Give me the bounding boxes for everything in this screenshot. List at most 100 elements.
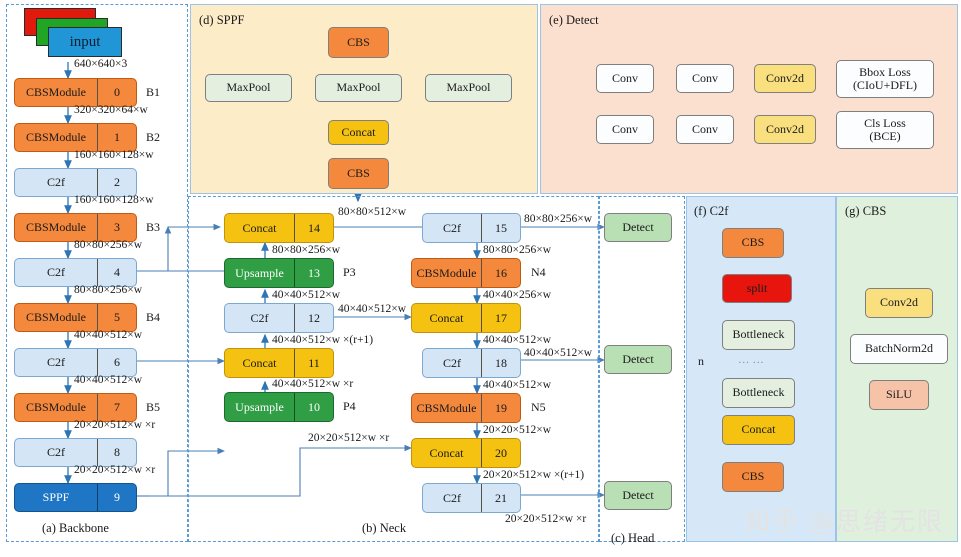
- cbs-conv2d[interactable]: Conv2d: [865, 288, 933, 318]
- node-label: Upsample: [235, 399, 284, 414]
- sppf-maxpool-3[interactable]: MaxPool: [425, 74, 512, 102]
- neck-dim-c2f21-out: 20×20×512×w ×r: [505, 513, 587, 525]
- detect-bbox-loss[interactable]: Bbox Loss (CIoU+DFL): [836, 60, 934, 98]
- neck-dim-up10-out: 40×40×512×w ×r: [272, 378, 354, 390]
- backbone-node-c2f-4[interactable]: C2f 4: [14, 258, 137, 287]
- backbone-node-cbsmodule-0[interactable]: CBSModule 0: [14, 78, 137, 107]
- cbs-batchnorm2d[interactable]: BatchNorm2d: [850, 334, 948, 364]
- neck-dim-c2f18-down: 40×40×512×w: [483, 379, 552, 391]
- node-index: 13: [294, 259, 333, 287]
- backbone-dim-8: 20×20×512×w ×r: [74, 419, 156, 431]
- backbone-node-c2f-6[interactable]: C2f 6: [14, 348, 137, 377]
- node-label: CBSModule: [25, 85, 86, 99]
- sppf-maxpool-2[interactable]: MaxPool: [315, 74, 402, 102]
- backbone-node-cbsmodule-5[interactable]: CBSModule 5: [14, 303, 137, 332]
- neck-node-concat-11[interactable]: Concat 11: [224, 348, 334, 378]
- c2f-cbs-bottom[interactable]: CBS: [722, 462, 784, 492]
- detect-cls-loss[interactable]: Cls Loss (BCE): [836, 111, 934, 149]
- c2f-bottleneck-top[interactable]: Bottleneck: [722, 320, 795, 350]
- node-index: 20: [481, 439, 520, 467]
- detect-conv-1a[interactable]: Conv: [596, 64, 654, 93]
- head-detect-3[interactable]: Detect: [604, 481, 672, 510]
- neck-tag-p4: P4: [343, 399, 356, 413]
- detect-conv2d-2[interactable]: Conv2d: [754, 115, 816, 144]
- backbone-dim-2: 160×160×128×w: [74, 149, 154, 161]
- sppf-panel-title: (d) SPPF: [199, 13, 245, 27]
- backbone-node-cbsmodule-3[interactable]: CBSModule 3: [14, 213, 137, 242]
- node-label: Concat: [429, 445, 464, 460]
- backbone-dim-9: 20×20×512×w ×r: [74, 464, 156, 476]
- cbs-silu[interactable]: SiLU: [869, 380, 929, 410]
- backbone-dim-1: 320×320×64×w: [74, 104, 148, 116]
- neck-node-concat-20[interactable]: Concat 20: [411, 438, 521, 468]
- node-index: 7: [97, 394, 136, 421]
- detect-conv-1b[interactable]: Conv: [676, 64, 734, 93]
- c2f-split[interactable]: split: [722, 274, 792, 303]
- neck-tag-p3: P3: [343, 265, 356, 279]
- neck-node-c2f-12[interactable]: C2f 12: [224, 303, 334, 333]
- head-panel: [599, 196, 685, 542]
- bbox-loss-line1: Bbox Loss: [859, 64, 911, 79]
- neck-dim-concat14-out: 80×80×512×w: [338, 206, 407, 218]
- cls-loss-line2: (BCE): [869, 129, 901, 143]
- backbone-tag-b5: B5: [146, 400, 161, 414]
- sppf-concat[interactable]: Concat: [328, 120, 389, 145]
- neck-node-upsample-13[interactable]: Upsample 13: [224, 258, 334, 288]
- neck-node-c2f-18[interactable]: C2f 18: [422, 348, 521, 378]
- detect-conv-2b[interactable]: Conv: [676, 115, 734, 144]
- watermark: 知乎 @思绪无限: [745, 507, 944, 536]
- node-index: 17: [481, 304, 520, 332]
- backbone-caption: (a) Backbone: [42, 521, 109, 535]
- c2f-bottleneck-bottom[interactable]: Bottleneck: [722, 378, 795, 408]
- backbone-node-cbsmodule-7[interactable]: CBSModule 7: [14, 393, 137, 422]
- head-detect-2[interactable]: Detect: [604, 345, 672, 374]
- neck-node-upsample-10[interactable]: Upsample 10: [224, 392, 334, 422]
- c2f-cbs-top[interactable]: CBS: [722, 228, 784, 258]
- neck-dim-cbs16-out: 40×40×256×w: [483, 289, 552, 301]
- node-label: C2f: [47, 355, 65, 369]
- detect-panel: [540, 4, 958, 194]
- c2f-panel-title: (f) C2f: [694, 204, 729, 218]
- sppf-maxpool-1[interactable]: MaxPool: [205, 74, 292, 102]
- backbone-node-sppf-9[interactable]: SPPF 9: [14, 483, 137, 512]
- neck-dim-concat17-out: 40×40×512×w: [483, 334, 552, 346]
- backbone-tag-b4: B4: [146, 310, 161, 324]
- neck-node-cbsmodule-16[interactable]: CBSModule 16: [411, 258, 521, 288]
- backbone-dim-5: 80×80×256×w: [74, 284, 143, 296]
- node-label: SPPF: [42, 490, 70, 504]
- backbone-node-cbsmodule-1[interactable]: CBSModule 1: [14, 123, 137, 152]
- sppf-cbs-top[interactable]: CBS: [328, 27, 389, 58]
- node-label: CBSModule: [25, 220, 86, 234]
- node-index: 4: [97, 259, 136, 286]
- backbone-tag-b1: B1: [146, 85, 161, 99]
- neck-node-concat-17[interactable]: Concat 17: [411, 303, 521, 333]
- neck-tag-n4: N4: [531, 265, 546, 279]
- neck-node-c2f-21[interactable]: C2f 21: [422, 483, 521, 513]
- node-index: 16: [481, 259, 520, 287]
- backbone-node-c2f-2[interactable]: C2f 2: [14, 168, 137, 197]
- neck-node-cbsmodule-19[interactable]: CBSModule 19: [411, 393, 521, 423]
- node-index: 19: [481, 394, 520, 422]
- node-index: 8: [97, 439, 136, 466]
- cbs-panel-title: (g) CBS: [845, 204, 887, 218]
- node-label: C2f: [47, 175, 65, 189]
- neck-dim-concat11-out: 40×40×512×w ×(r+1): [272, 334, 374, 346]
- backbone-node-c2f-8[interactable]: C2f 8: [14, 438, 137, 467]
- c2f-concat[interactable]: Concat: [722, 415, 795, 445]
- node-label: Concat: [242, 355, 277, 370]
- node-index: 3: [97, 214, 136, 241]
- c2f-n-label: n: [698, 354, 704, 368]
- backbone-dim-6: 40×40×512×w: [74, 329, 143, 341]
- detect-conv2d-1[interactable]: Conv2d: [754, 64, 816, 93]
- neck-node-concat-14[interactable]: Concat 14: [224, 213, 334, 243]
- detect-conv-2a[interactable]: Conv: [596, 115, 654, 144]
- node-index: 14: [294, 214, 333, 242]
- neck-node-c2f-15[interactable]: C2f 15: [422, 213, 521, 243]
- node-label: CBSModule: [416, 265, 477, 280]
- head-detect-1[interactable]: Detect: [604, 213, 672, 242]
- sppf-cbs-bottom[interactable]: CBS: [328, 158, 389, 189]
- neck-dim-sppf-to-concat20: 20×20×512×w ×r: [308, 432, 390, 444]
- neck-dim-concat20-out: 20×20×512×w ×(r+1): [483, 469, 585, 481]
- backbone-panel: [6, 4, 188, 542]
